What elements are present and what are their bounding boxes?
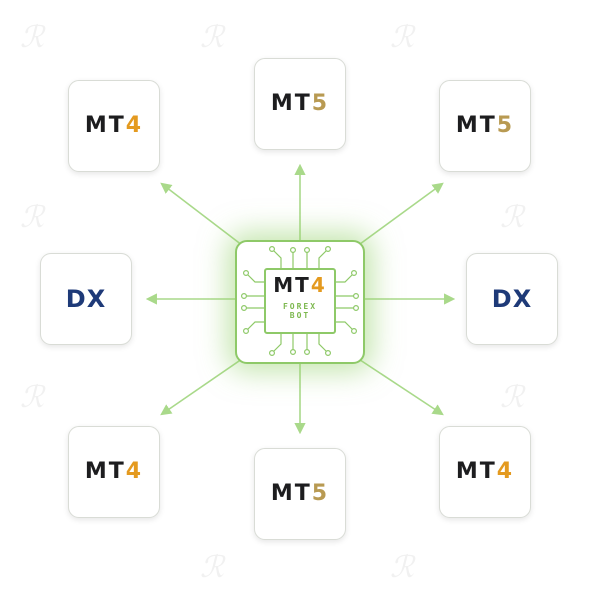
watermark-decoration: ℛ — [20, 200, 44, 235]
platform-name: MT — [84, 113, 126, 138]
platform-label: MT4 — [85, 115, 143, 137]
hub-subtitle-line2: BOT — [289, 311, 311, 320]
platform-tile-bottom: MT5 — [254, 448, 346, 540]
platform-label: MT5 — [271, 93, 329, 115]
platform-tile-top-left: MT4 — [68, 80, 160, 172]
platform-name: MT — [455, 113, 497, 138]
watermark-decoration: ℛ — [500, 380, 524, 415]
platform-tile-bottom-right: MT4 — [439, 426, 531, 518]
platform-name: MT — [270, 91, 312, 116]
platform-version: 5 — [311, 91, 330, 116]
watermark-decoration: ℛ — [500, 200, 524, 235]
forex-bot-hub: MT4 FOREX BOT — [235, 240, 365, 364]
platform-version: 4 — [496, 459, 515, 484]
platform-name: MT — [84, 459, 126, 484]
platform-label: MT5 — [271, 483, 329, 505]
platform-version: 5 — [496, 113, 515, 138]
platform-tile-top: MT5 — [254, 58, 346, 150]
hub-title: MT4 — [266, 275, 334, 295]
hub-subtitle-line1: FOREX — [282, 302, 318, 311]
hub-platform-name: MT — [273, 273, 311, 297]
watermark-decoration: ℛ — [20, 380, 44, 415]
watermark-decoration: ℛ — [200, 550, 224, 585]
circuit-chip-icon — [240, 245, 359, 356]
platform-label: DX — [65, 285, 107, 313]
platform-label: MT4 — [456, 461, 514, 483]
platform-version: 5 — [311, 481, 330, 506]
hub-platform-version: 4 — [310, 273, 327, 297]
platform-tile-right: DX — [466, 253, 558, 345]
platform-version: 4 — [125, 113, 144, 138]
hub-subtitle: FOREX BOT — [266, 302, 334, 320]
watermark-decoration: ℛ — [20, 20, 44, 55]
platform-version: 4 — [125, 459, 144, 484]
platform-tile-top-right: MT5 — [439, 80, 531, 172]
watermark-decoration: ℛ — [390, 550, 414, 585]
platform-tile-left: DX — [40, 253, 132, 345]
platform-label: MT5 — [456, 115, 514, 137]
platform-label: MT4 — [85, 461, 143, 483]
platform-tile-bottom-left: MT4 — [68, 426, 160, 518]
platform-name: MT — [455, 459, 497, 484]
watermark-decoration: ℛ — [390, 20, 414, 55]
platform-name: MT — [270, 481, 312, 506]
watermark-decoration: ℛ — [200, 20, 224, 55]
hub-chip-core: MT4 FOREX BOT — [264, 268, 336, 334]
platform-label: DX — [491, 285, 533, 313]
